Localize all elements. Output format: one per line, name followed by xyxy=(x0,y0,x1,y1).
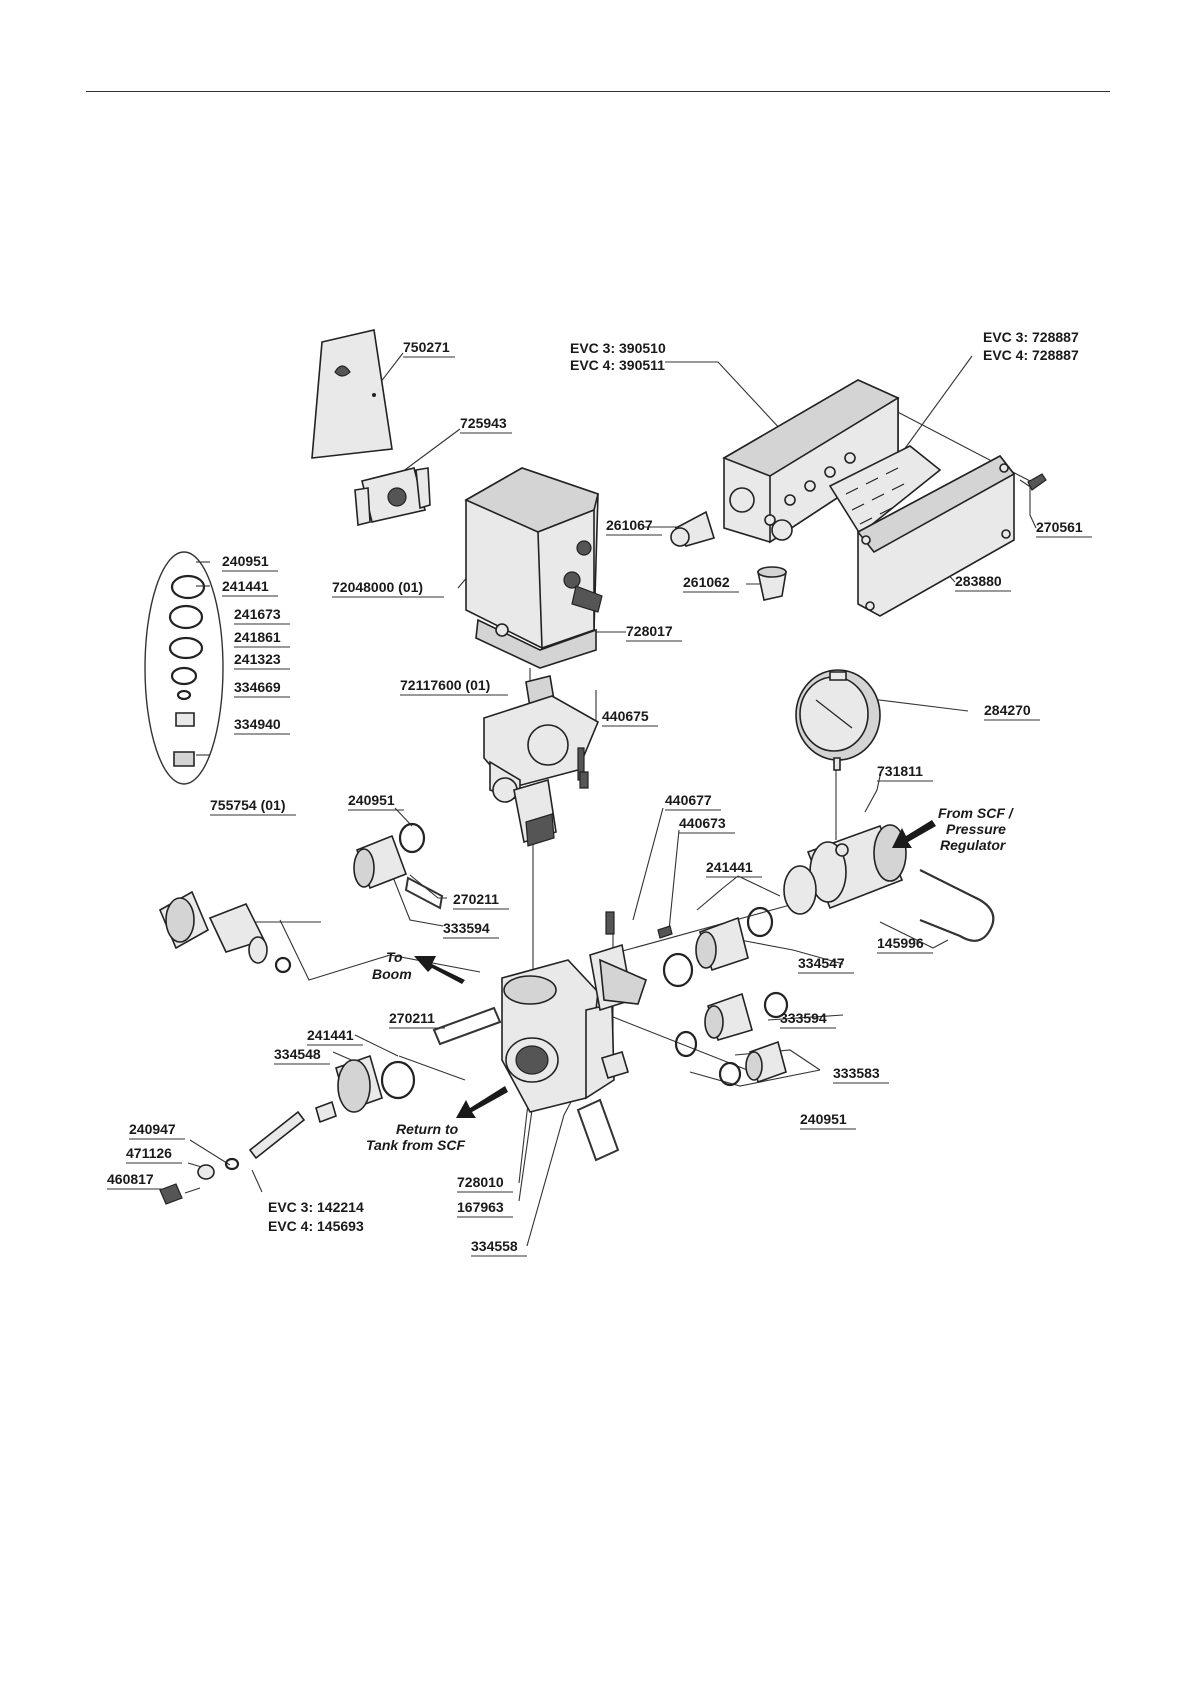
label-334558: 334558 xyxy=(471,1238,518,1254)
label-440677: 440677 xyxy=(665,792,712,808)
note-to-boom-line1: To xyxy=(386,949,403,965)
label-725943: 725943 xyxy=(460,415,507,431)
flow-arrows xyxy=(414,820,936,1118)
label-283880: 283880 xyxy=(955,573,1002,589)
bag-750271 xyxy=(311,329,393,459)
label-241441-lower: 241441 xyxy=(307,1027,354,1043)
label-333594-lower: 333594 xyxy=(780,1010,827,1026)
label-72117600: 72117600 (01) xyxy=(400,677,490,693)
label-333594-upper: 333594 xyxy=(443,920,490,936)
plug-261062 xyxy=(757,566,787,601)
label-240951-mid: 240951 xyxy=(348,792,395,808)
label-241861: 241861 xyxy=(234,629,281,645)
label-750271: 750271 xyxy=(403,339,450,355)
label-145693: EVC 4: 145693 xyxy=(268,1218,364,1234)
label-167963: 167963 xyxy=(457,1199,504,1215)
label-334547: 334547 xyxy=(798,955,845,971)
clip-270211-lower xyxy=(432,1006,502,1046)
label-334548: 334548 xyxy=(274,1046,321,1062)
label-72048000: 72048000 (01) xyxy=(332,579,423,595)
note-from-scf-line1: From SCF / xyxy=(938,805,1015,821)
cable-gland-261067 xyxy=(670,510,716,547)
label-460817: 460817 xyxy=(107,1171,154,1187)
note-from-scf-line2: Pressure xyxy=(946,821,1006,837)
note-to-boom-line2: Boom xyxy=(372,966,412,982)
label-333583: 333583 xyxy=(833,1065,880,1081)
circuit-board-728887 xyxy=(828,445,942,536)
pressure-gauge-284270 xyxy=(795,669,881,771)
screw-440675 xyxy=(579,771,589,789)
label-755754: 755754 (01) xyxy=(210,797,286,813)
label-471126: 471126 xyxy=(126,1145,172,1161)
note-return-line1: Return to xyxy=(396,1121,459,1137)
label-440675: 440675 xyxy=(602,708,649,724)
label-731811: 731811 xyxy=(877,763,923,779)
label-241441-kit: 241441 xyxy=(222,578,269,594)
label-241323: 241323 xyxy=(234,651,281,667)
label-240947: 240947 xyxy=(129,1121,176,1137)
label-390510: EVC 3: 390510 xyxy=(570,340,666,356)
label-underlines xyxy=(107,356,1092,1257)
label-728010: 728010 xyxy=(457,1174,504,1190)
label-270211-upper: 270211 xyxy=(453,891,499,907)
spindle-assembly xyxy=(159,1054,416,1205)
clip-145996 xyxy=(919,869,995,942)
bracket-mount xyxy=(589,943,647,1012)
note-return-line2: Tank from SCF xyxy=(366,1137,465,1153)
label-728017: 728017 xyxy=(626,623,673,639)
label-728887-evc4: EVC 4: 728887 xyxy=(983,347,1079,363)
header-rule xyxy=(86,91,1110,92)
hose-connector xyxy=(158,890,292,974)
label-284270: 284270 xyxy=(984,702,1031,718)
label-728887-evc3: EVC 3: 728887 xyxy=(983,329,1079,345)
screw-270561 xyxy=(1027,473,1047,491)
nut-clip-334558 xyxy=(576,1051,629,1162)
part-labels: 750271 725943 EVC 3: 390510 EVC 4: 39051… xyxy=(107,329,1083,1254)
label-241673: 241673 xyxy=(234,606,281,622)
label-241441-right: 241441 xyxy=(706,859,753,875)
label-142214: EVC 3: 142214 xyxy=(268,1199,364,1215)
label-334940: 334940 xyxy=(234,716,281,732)
main-housing-728010 xyxy=(501,959,615,1113)
label-390511: EVC 4: 390511 xyxy=(570,357,665,373)
label-270211-lower: 270211 xyxy=(389,1010,435,1026)
adaptor-731811 xyxy=(783,824,907,915)
lid-283880 xyxy=(856,454,1016,617)
label-261067: 261067 xyxy=(606,517,653,533)
oring-kit-755754 xyxy=(144,551,224,785)
flow-notes: To Boom From SCF / Pressure Regulator Re… xyxy=(366,805,1015,1153)
motor-72048000 xyxy=(464,467,603,669)
label-261062: 261062 xyxy=(683,574,730,590)
label-334669: 334669 xyxy=(234,679,281,695)
label-145996: 145996 xyxy=(877,935,924,951)
electronics-box-390510 xyxy=(722,379,900,544)
note-from-scf-line3: Regulator xyxy=(940,837,1007,853)
label-440673: 440673 xyxy=(679,815,726,831)
label-240951-lower: 240951 xyxy=(800,1111,847,1127)
bracket-725943 xyxy=(354,467,431,527)
screws-440677-440673 xyxy=(605,911,673,939)
fittings-right xyxy=(662,906,789,1087)
fitting-333594-top xyxy=(353,822,444,910)
valve-72117600 xyxy=(483,675,600,847)
label-240951-kit: 240951 xyxy=(222,553,269,569)
label-270561: 270561 xyxy=(1036,519,1083,535)
